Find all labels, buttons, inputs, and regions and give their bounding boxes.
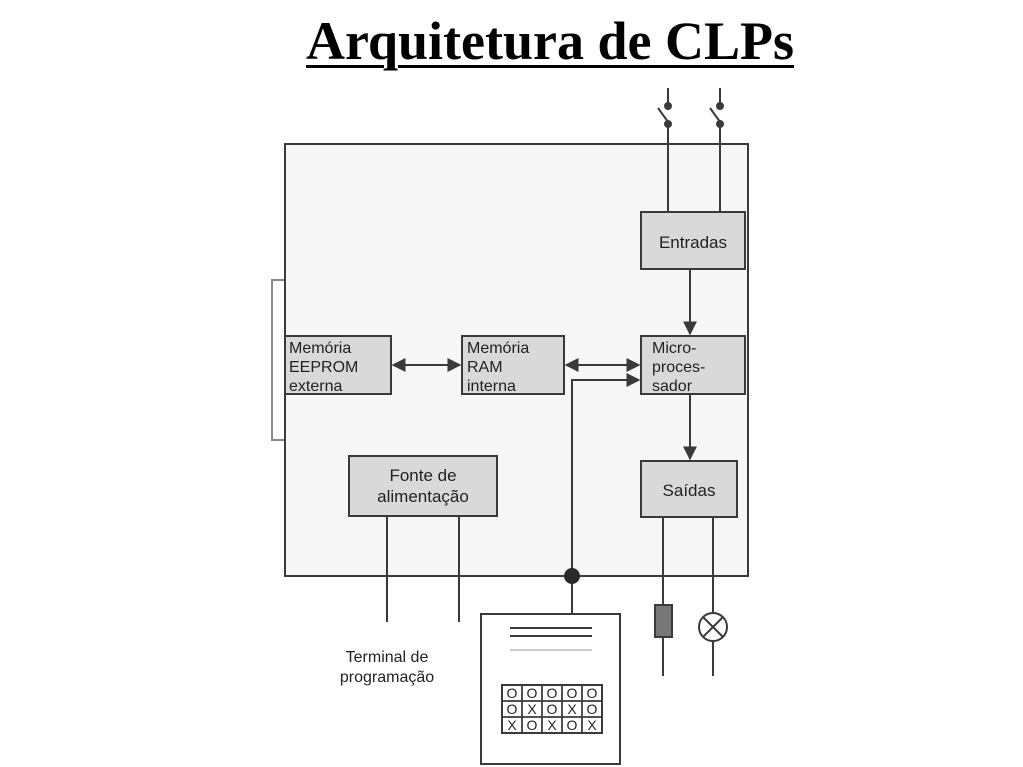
terminal-label-line-1: Terminal de <box>346 649 429 666</box>
block-entradas: Entradas <box>640 211 746 270</box>
keypad-key-symbol: O <box>527 717 538 733</box>
keypad-key-symbol: X <box>507 717 517 733</box>
block-fonte: Fonte de alimentação <box>348 455 498 517</box>
keypad-key-symbol: X <box>547 717 557 733</box>
block-ram-line-2: RAM <box>467 359 503 376</box>
keypad-key-symbol: O <box>587 701 598 717</box>
block-fonte-line-2: alimentação <box>377 487 469 506</box>
block-eeprom: Memória EEPROM externa <box>284 335 392 395</box>
keypad-key-symbol: O <box>567 717 578 733</box>
page-title: Arquitetura de CLPs <box>305 11 794 71</box>
block-saidas-label: Saídas <box>663 481 716 500</box>
programming-bus-line <box>571 373 641 576</box>
block-micro-line-1: Micro- <box>652 340 696 357</box>
keypad-key-symbol: O <box>527 685 538 701</box>
keypad-key-symbol: X <box>527 701 537 717</box>
keypad-key-symbol: O <box>567 685 578 701</box>
keypad-key-symbol: O <box>507 701 518 717</box>
keypad-key-symbol: X <box>587 717 597 733</box>
block-ram-line-3: interna <box>467 378 516 395</box>
terminal-label-line-2: programação <box>340 669 434 686</box>
keypad-key-symbol: O <box>547 701 558 717</box>
block-saidas: Saídas <box>640 460 738 518</box>
output-lamp-icon <box>698 612 728 642</box>
block-fonte-line-1: Fonte de <box>389 466 456 485</box>
output-coil <box>654 604 673 638</box>
block-micro-line-2: proces- <box>652 359 705 376</box>
side-bracket <box>271 279 284 441</box>
keypad-key-symbol: O <box>507 685 518 701</box>
programming-terminal <box>480 613 621 765</box>
keypad-key-symbol: O <box>587 685 598 701</box>
keypad-key <box>581 716 603 734</box>
block-ram-line-1: Memória <box>467 340 529 357</box>
block-ram: Memória RAM interna <box>461 335 565 395</box>
block-eeprom-line-3: externa <box>289 378 342 395</box>
input-switch-2 <box>709 88 724 212</box>
block-entradas-label: Entradas <box>659 233 727 252</box>
block-eeprom-line-2: EEPROM <box>289 359 358 376</box>
keypad-key-symbol: X <box>567 701 577 717</box>
block-micro-line-3: sador <box>652 378 693 395</box>
block-eeprom-line-1: Memória <box>289 340 351 357</box>
keypad-key-symbol: O <box>547 685 558 701</box>
block-microprocessor: Micro- proces- sador <box>640 335 746 395</box>
programming-port-dot <box>564 568 580 584</box>
input-switch-1 <box>657 88 672 212</box>
